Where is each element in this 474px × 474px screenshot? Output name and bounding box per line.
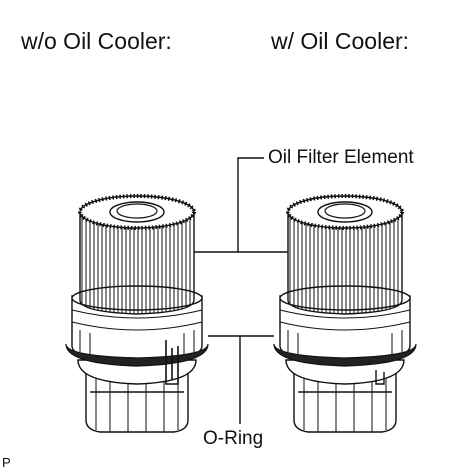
heading-without-oil-cooler: w/o Oil Cooler:: [21, 28, 172, 54]
filter-detail-right: [375, 370, 385, 385]
o-ring-right: [273, 343, 417, 367]
callout-oil-filter-element: Oil Filter Element: [268, 147, 414, 168]
filter-assembly-right: [273, 194, 417, 433]
filter-clip-left: [165, 340, 179, 385]
callout-o-ring: O-Ring: [203, 428, 264, 449]
heading-with-oil-cooler: w/ Oil Cooler:: [271, 28, 410, 54]
oil-filter-element-right: [286, 194, 404, 315]
filter-assembly-left: [65, 194, 209, 433]
filter-housing-base-right: [285, 359, 405, 433]
leader-oil-filter-element: [194, 157, 288, 253]
figure-code: P: [2, 455, 11, 470]
leader-o-ring: [208, 335, 274, 424]
oil-filter-element-left: [78, 194, 196, 315]
